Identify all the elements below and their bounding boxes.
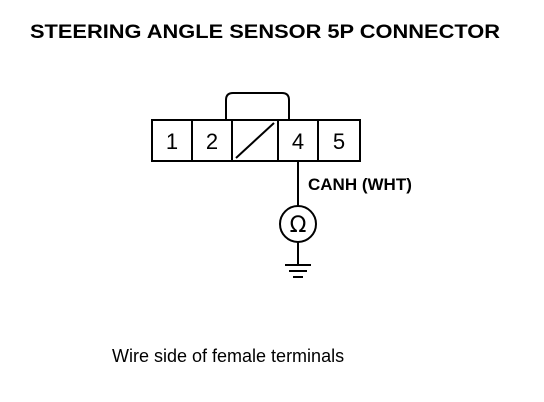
connector-outline xyxy=(151,119,361,162)
diagram-title: STEERING ANGLE SENSOR 5P CONNECTOR xyxy=(30,22,500,43)
blank-cavity-mark xyxy=(235,122,275,159)
pin-4-label: 4 xyxy=(292,129,304,154)
wire-label: CANH (WHT) xyxy=(308,175,412,194)
pin-2-label: 2 xyxy=(206,129,218,154)
diagram-caption: Wire side of female terminals xyxy=(112,346,344,366)
connector-body: 1 2 4 5 xyxy=(151,119,361,162)
pin-5-label: 5 xyxy=(333,129,345,154)
pin-1-label: 1 xyxy=(166,129,178,154)
ground-icon xyxy=(285,264,311,278)
connector-lock-tab xyxy=(225,92,290,120)
ohm-symbol: Ω xyxy=(290,213,307,238)
ohmmeter-icon: Ω xyxy=(279,205,317,243)
